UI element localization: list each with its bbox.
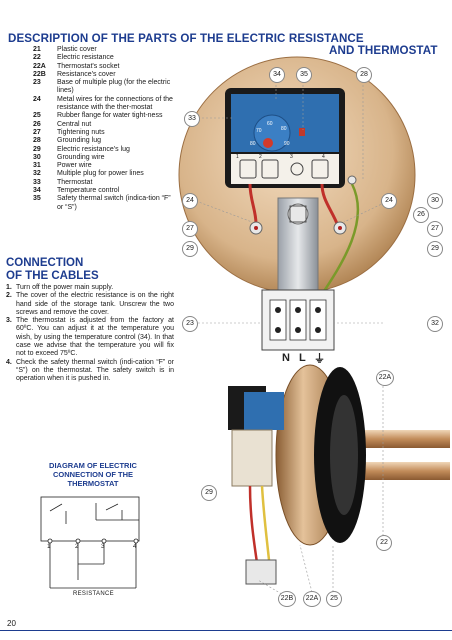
resistance-label: RESISTANCE	[73, 591, 114, 597]
dial-number: 80	[281, 126, 287, 132]
terminal-4-label: 4	[133, 543, 137, 550]
dial-number: 70	[256, 128, 262, 134]
list-item: 4.Check the safety thermal switch (indi-…	[6, 358, 174, 383]
dial-terminal-number: 1	[236, 154, 239, 160]
callout-33: 33	[184, 111, 200, 127]
callout-29-lower: 29	[201, 485, 217, 501]
callout-28: 28	[356, 67, 372, 83]
callout-22: 22	[376, 535, 392, 551]
terminal-1-label: 1	[47, 543, 51, 550]
dial-terminal-number: 2	[259, 154, 262, 160]
callout-26: 26	[413, 207, 429, 223]
callout-34: 34	[269, 67, 285, 83]
list-item: 3.The thermostat is adjusted from the fa…	[6, 317, 174, 358]
dial-terminal-number: 4	[322, 154, 325, 160]
callout-25: 25	[326, 591, 342, 607]
callout-35: 35	[296, 67, 312, 83]
page-number: 20	[7, 619, 16, 628]
ground-icon: ⏚	[314, 353, 325, 365]
connection-heading: CONNECTION OF THE CABLES	[6, 257, 99, 282]
plug-label-neutral: N	[282, 352, 290, 364]
callout-30: 30	[427, 193, 443, 209]
callout-27: 27	[182, 221, 198, 237]
connection-steps: 1.Turn off the power main supply. 2.The …	[6, 284, 174, 384]
callout-24-right: 24	[381, 193, 397, 209]
callout-22a-lower: 22A	[303, 591, 321, 607]
callout-27-right: 27	[427, 221, 443, 237]
callout-22b: 22B	[278, 591, 296, 607]
callout-32: 32	[427, 316, 443, 332]
terminal-2-label: 2	[75, 543, 79, 550]
callout-24: 24	[182, 193, 198, 209]
page-title-continued: AND THERMOSTAT	[329, 44, 438, 57]
callout-22a: 22A	[376, 370, 394, 386]
dial-number: 90	[284, 141, 290, 147]
footer-divider	[0, 630, 452, 631]
callout-23: 23	[182, 316, 198, 332]
dial-number: 80	[250, 141, 256, 147]
diagram-title: DIAGRAM OF ELECTRIC CONNECTION OF THE TH…	[49, 461, 137, 488]
dial-terminal-number: 3	[290, 154, 293, 160]
terminal-3-label: 3	[101, 543, 105, 550]
plug-label-line: L	[299, 352, 306, 364]
callout-29: 29	[182, 241, 198, 257]
list-item: 1.Turn off the power main supply.	[6, 284, 114, 291]
callout-29-right: 29	[427, 241, 443, 257]
page-title: DESCRIPTION OF THE PARTS OF THE ELECTRIC…	[8, 32, 364, 45]
dial-number: 60	[267, 121, 273, 127]
list-item: 2.The cover of the electric resistance i…	[6, 292, 174, 316]
